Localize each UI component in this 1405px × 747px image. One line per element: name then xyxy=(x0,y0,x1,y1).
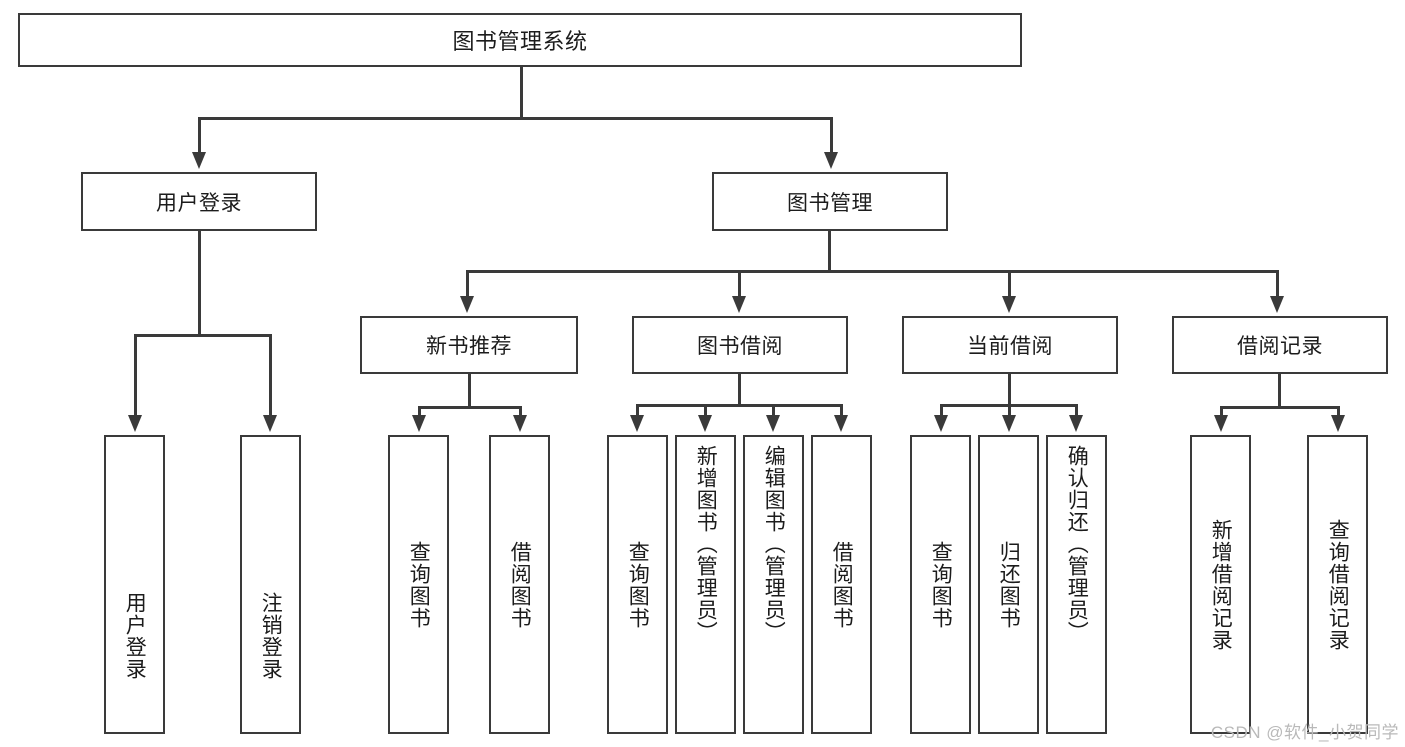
connector-new-book-stem xyxy=(468,374,471,408)
leaf-bb-add-book[interactable]: 新增图书（管理员） xyxy=(675,435,736,734)
connector-br-leaf2 xyxy=(1337,406,1340,419)
csdn-watermark: CSDN @软件_小贺同学 xyxy=(1210,723,1399,742)
arrowhead-br-leaf2 xyxy=(1331,415,1345,432)
node-label: 新增图书（管理员） xyxy=(694,445,718,643)
connector-cb-leaf3 xyxy=(1075,404,1078,419)
leaf-br-query-record[interactable]: 查询借阅记录 xyxy=(1307,435,1368,734)
node-book-borrow[interactable]: 图书借阅 xyxy=(632,316,848,374)
connector-root-bus xyxy=(198,117,833,120)
leaf-bb-borrow-book[interactable]: 借阅图书 xyxy=(811,435,872,734)
connector-book-borrow-bus xyxy=(636,404,842,407)
arrowhead-cb-leaf2 xyxy=(1002,415,1016,432)
node-user-login[interactable]: 用户登录 xyxy=(81,172,317,231)
node-label: 新增借阅记录 xyxy=(1209,518,1233,651)
arrowhead-nb-leaf1 xyxy=(412,415,426,432)
arrowhead-book-manage xyxy=(824,152,838,169)
connector-to-leaf-user-login xyxy=(134,334,137,418)
connector-root-stem xyxy=(520,67,523,117)
leaf-nb-query-book[interactable]: 查询图书 xyxy=(388,435,449,734)
arrowhead-new-book xyxy=(460,296,474,313)
connector-to-leaf-logout xyxy=(269,334,272,418)
connector-bb-leaf2 xyxy=(704,404,707,419)
connector-book-manage-stem xyxy=(828,231,831,270)
leaf-nb-borrow-book[interactable]: 借阅图书 xyxy=(489,435,550,734)
leaf-bb-query-book[interactable]: 查询图书 xyxy=(607,435,668,734)
node-label: 查询图书 xyxy=(407,540,431,629)
connector-current-borrow-stem xyxy=(1008,374,1011,406)
arrowhead-cb-leaf3 xyxy=(1069,415,1083,432)
node-label: 用户登录 xyxy=(123,592,147,680)
connector-bb-leaf4 xyxy=(840,404,843,419)
connector-borrow-record-stem xyxy=(1278,374,1281,408)
connector-bb-leaf3 xyxy=(772,404,775,419)
arrowhead-user-login xyxy=(192,152,206,169)
leaf-br-add-record[interactable]: 新增借阅记录 xyxy=(1190,435,1251,734)
node-label: 查询图书 xyxy=(626,540,650,629)
connector-nb-leaf1 xyxy=(418,406,421,419)
node-label: 确认归还（管理员） xyxy=(1065,445,1089,643)
arrowhead-current-borrow xyxy=(1002,296,1016,313)
node-label: 编辑图书（管理员） xyxy=(762,445,786,643)
leaf-bb-edit-book[interactable]: 编辑图书（管理员） xyxy=(743,435,804,734)
connector-to-user-login xyxy=(198,117,201,155)
node-label: 用户登录 xyxy=(156,191,242,215)
node-new-book-recommend[interactable]: 新书推荐 xyxy=(360,316,578,374)
arrowhead-cb-leaf1 xyxy=(934,415,948,432)
connector-nb-leaf2 xyxy=(519,406,522,419)
node-label: 图书管理 xyxy=(787,191,873,215)
connector-bb-leaf1 xyxy=(636,404,639,419)
arrowhead-br-leaf1 xyxy=(1214,415,1228,432)
arrowhead-borrow-record xyxy=(1270,296,1284,313)
arrowhead-bb-leaf3 xyxy=(766,415,780,432)
node-book-manage[interactable]: 图书管理 xyxy=(712,172,948,231)
connector-to-current-borrow xyxy=(1008,270,1011,299)
leaf-user-login[interactable]: 用户登录 xyxy=(104,435,165,734)
node-label: 借阅图书 xyxy=(508,540,532,629)
node-root-system[interactable]: 图书管理系统 xyxy=(18,13,1022,67)
connector-br-leaf1 xyxy=(1220,406,1223,419)
node-label: 归还图书 xyxy=(997,540,1021,629)
node-current-borrow[interactable]: 当前借阅 xyxy=(902,316,1118,374)
node-label: 查询图书 xyxy=(929,540,953,629)
node-borrow-record[interactable]: 借阅记录 xyxy=(1172,316,1388,374)
leaf-logout[interactable]: 注销登录 xyxy=(240,435,301,734)
connector-to-borrow-record xyxy=(1276,270,1279,299)
arrowhead-bb-leaf1 xyxy=(630,415,644,432)
arrowhead-bb-leaf2 xyxy=(698,415,712,432)
connector-cb-leaf2 xyxy=(1008,404,1011,419)
connector-borrow-record-bus xyxy=(1220,406,1340,409)
leaf-cb-return-book[interactable]: 归还图书 xyxy=(978,435,1039,734)
connector-book-manage-bus xyxy=(466,270,1278,273)
node-label: 图书管理系统 xyxy=(452,29,588,54)
connector-new-book-bus xyxy=(418,406,522,409)
leaf-cb-query-book[interactable]: 查询图书 xyxy=(910,435,971,734)
node-label: 注销登录 xyxy=(259,592,283,680)
arrowhead-leaf-user-login xyxy=(128,415,142,432)
connector-user-login-bus xyxy=(134,334,272,337)
node-label: 新书推荐 xyxy=(426,335,512,358)
node-label: 借阅记录 xyxy=(1237,335,1323,358)
arrowhead-bb-leaf4 xyxy=(834,415,848,432)
node-label: 借阅图书 xyxy=(830,540,854,629)
connector-cb-leaf1 xyxy=(940,404,943,419)
arrowhead-nb-leaf2 xyxy=(513,415,527,432)
leaf-cb-confirm-return[interactable]: 确认归还（管理员） xyxy=(1046,435,1107,734)
arrowhead-leaf-logout xyxy=(263,415,277,432)
connector-to-book-borrow xyxy=(738,270,741,299)
connector-book-borrow-stem xyxy=(738,374,741,406)
node-label: 图书借阅 xyxy=(697,335,783,358)
arrowhead-book-borrow xyxy=(732,296,746,313)
node-label: 查询借阅记录 xyxy=(1326,518,1350,651)
connector-user-login-stem xyxy=(198,231,201,334)
connector-to-new-book xyxy=(466,270,469,299)
node-label: 当前借阅 xyxy=(967,335,1053,358)
connector-to-book-manage xyxy=(830,117,833,155)
